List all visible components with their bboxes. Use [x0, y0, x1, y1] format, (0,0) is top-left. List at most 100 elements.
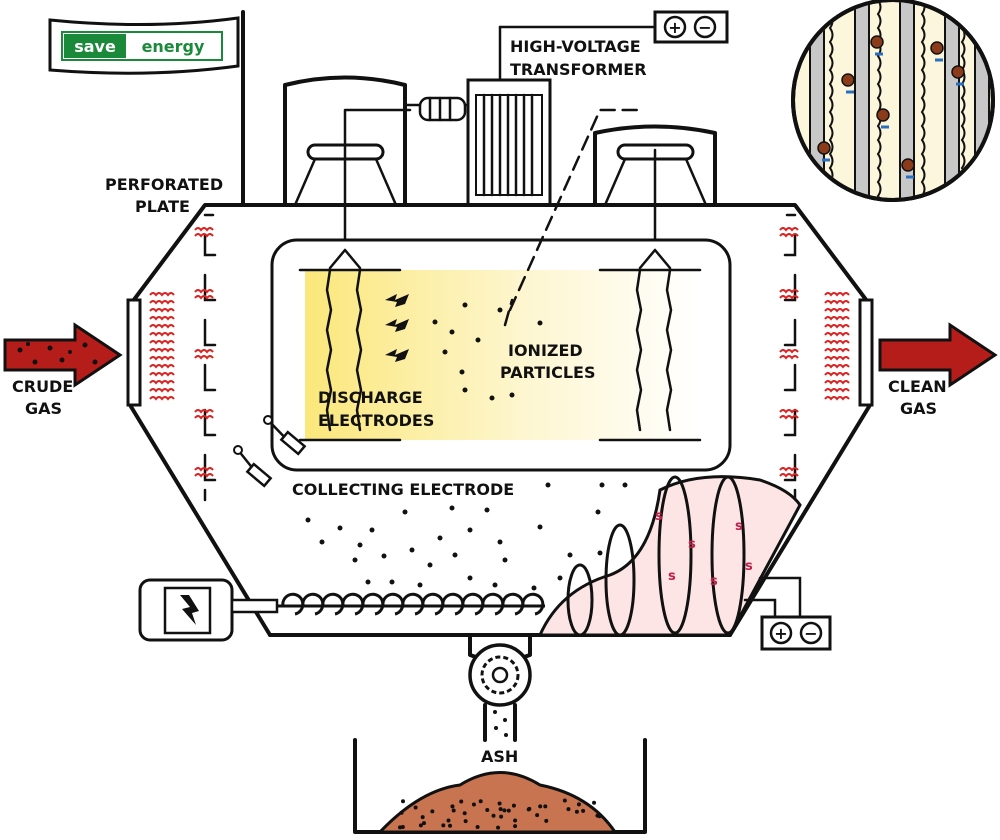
- ash-particle: [543, 804, 547, 808]
- dust-particle: [498, 540, 503, 545]
- inlet-flange: [128, 300, 140, 405]
- heat-wave-icon: [825, 317, 849, 319]
- heat-wave-icon: [150, 301, 174, 303]
- dust-particle: [468, 576, 473, 581]
- high-voltage-transformer: HIGH-VOLTAGE TRANSFORMER: [405, 37, 647, 205]
- label-crude-gas-line1: CRUDE: [12, 377, 73, 396]
- ash-particle: [575, 810, 579, 814]
- charged-particle: [877, 109, 889, 121]
- ash-particle: [485, 808, 489, 812]
- crude-gas-arrow: [5, 325, 120, 385]
- particle: [450, 330, 455, 335]
- heat-wave-icon: [825, 349, 849, 351]
- heat-wave-icon: [825, 373, 849, 375]
- heat-wave-icon: [780, 350, 798, 352]
- ash-particle: [502, 808, 506, 812]
- ash-particle: [446, 819, 450, 823]
- ash-particle: [472, 802, 476, 806]
- dust-particle: [370, 528, 375, 533]
- dust-particle: [338, 526, 343, 531]
- ash-particle: [535, 813, 539, 817]
- outlet-flange: [860, 300, 872, 405]
- charged-particle: [871, 36, 883, 48]
- dust-particle: [403, 510, 408, 515]
- particle: [433, 320, 438, 325]
- ash-particle: [421, 815, 425, 819]
- heat-wave-icon: [825, 357, 849, 359]
- ash-particle: [577, 802, 581, 806]
- ash-particle: [592, 801, 596, 805]
- ash-particle: [401, 799, 405, 803]
- dust-particle: [532, 586, 537, 591]
- ash-particle: [513, 824, 517, 828]
- heat-wave-icon: [825, 333, 849, 335]
- dust-particle: [418, 583, 423, 588]
- dust-particle: [306, 518, 311, 523]
- heat-wave-icon: [195, 350, 213, 352]
- ash-particle: [448, 824, 452, 828]
- dust-particle: [453, 553, 458, 558]
- ash-particle: [452, 809, 456, 813]
- ash-particle: [597, 814, 601, 818]
- particle: [510, 393, 515, 398]
- magnified-inset: [793, 0, 993, 210]
- svg-text:s: s: [745, 559, 753, 574]
- minus-terminal-icon: −: [698, 18, 711, 37]
- ash-particle: [400, 811, 404, 815]
- heat-wave-icon: [150, 389, 174, 391]
- rotary-valve: [470, 645, 530, 705]
- heat-wave-icon: [825, 389, 849, 391]
- ash-particle: [419, 823, 423, 827]
- particle: [463, 388, 468, 393]
- dust-particle: [600, 483, 605, 488]
- label-transformer-line2: TRANSFORMER: [510, 60, 647, 79]
- ash-particle: [414, 805, 418, 809]
- ash-particle: [459, 799, 463, 803]
- ash-particle: [498, 801, 502, 805]
- dust-particle: [382, 554, 387, 559]
- heat-wave-icon: [825, 325, 849, 327]
- heat-wave-icon: [150, 309, 174, 311]
- particle: [476, 338, 481, 343]
- particle: [463, 303, 468, 308]
- charged-particle: [931, 42, 943, 54]
- motor: [140, 580, 277, 640]
- ash-particle: [492, 814, 496, 818]
- flag-text-energy: energy: [142, 37, 205, 56]
- dust-particle: [353, 558, 358, 563]
- dust-particle: [558, 576, 563, 581]
- ash-particle: [476, 825, 480, 829]
- label-clean-gas-line2: GAS: [900, 399, 937, 418]
- ash-particle: [398, 825, 402, 829]
- particle: [538, 321, 543, 326]
- dust-particle: [503, 558, 508, 563]
- dust-particle: [450, 506, 455, 511]
- heating-coil: ssssss: [540, 477, 800, 635]
- ash-particle: [463, 811, 467, 815]
- svg-text:s: s: [710, 574, 718, 589]
- dust-particle: [390, 580, 395, 585]
- heat-wave-icon: [825, 309, 849, 311]
- svg-text:s: s: [668, 569, 676, 584]
- clean-gas-arrow: [880, 325, 995, 385]
- charged-particle: [818, 142, 830, 154]
- heat-wave-icon: [150, 341, 174, 343]
- svg-text:s: s: [688, 537, 696, 552]
- ash-particle: [563, 798, 567, 802]
- heat-wave-icon: [150, 317, 174, 319]
- ash-particle: [544, 819, 548, 823]
- heat-wave-icon: [150, 373, 174, 375]
- heat-wave-icon: [825, 365, 849, 367]
- heat-wave-icon: [150, 357, 174, 359]
- dust-particle: [493, 583, 498, 588]
- label-perforated-line2: PLATE: [135, 197, 190, 216]
- particle: [498, 308, 503, 313]
- label-ionized-line1: IONIZED: [508, 341, 583, 360]
- dust-particle: [428, 563, 433, 568]
- heat-wave-icon: [195, 228, 213, 230]
- label-discharge-line1: DISCHARGE: [318, 388, 423, 407]
- ash-particle: [430, 809, 434, 813]
- charged-particle: [902, 159, 914, 171]
